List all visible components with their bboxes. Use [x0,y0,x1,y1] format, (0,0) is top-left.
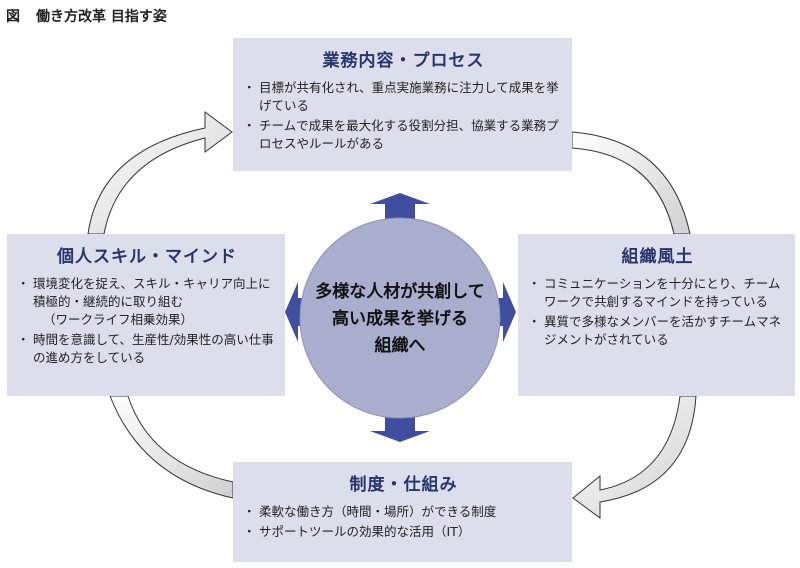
center-line-2: 高い成果を挙げる [332,309,468,329]
bullet-item: 目標が共有化され、重点実施業務に注力して成果を挙げている [243,79,562,115]
bullet-item: コミュニケーションを十分にとり、チームワークで共創するマインドを持っている [528,275,785,311]
box-title-personal-skill-mind: 個人スキル・マインド [57,247,237,267]
box-systems-mechanisms: 制度・仕組み 柔軟な働き方（時間・場所）ができる制度 サポートツールの効果的な活… [233,462,572,562]
bullet-list: 柔軟な働き方（時間・場所）ができる制度 サポートツールの効果的な活用（IT） [243,503,562,541]
bullet-list: コミュニケーションを十分にとり、チームワークで共創するマインドを持っている 異質… [528,275,785,349]
cycle-arrow-left-to-top [87,111,233,235]
bullet-note: （ワークライフ相乗効果） [43,312,194,327]
box-title-organizational-culture: 組織風土 [621,247,694,267]
figure-label: 図 [6,9,20,25]
figure-title-text: 働き方改革 目指す姿 [36,9,167,25]
center-message: 多様な人材が共創して 高い成果を挙げる 組織へ [290,279,510,360]
figure-title: 図働き方改革 目指す姿 [6,6,167,26]
bullet-item: 時間を意識して、生産性/効果性の高い仕事の進め方をしている [17,331,275,367]
box-title-systems-mechanisms: 制度・仕組み [349,475,458,495]
center-arrow-down [370,410,430,442]
box-title-business-process: 業務内容・プロセス [322,51,485,71]
bullet-list: 環境変化を捉え、スキル・キャリア向上に積極的・継続的に取り組む （ワークライフ相… [17,275,275,367]
cycle-arrow-right-to-bottom [572,395,697,519]
center-circle [299,217,501,419]
bullet-item: 柔軟な働き方（時間・場所）ができる制度 [243,503,562,521]
box-business-process: 業務内容・プロセス 目標が共有化され、重点実施業務に注力して成果を挙げている チ… [233,38,572,171]
bullet-item: サポートツールの効果的な活用（IT） [243,523,562,541]
bullet-text: 環境変化を捉え、スキル・キャリア向上に積極的・継続的に取り組む [33,276,271,309]
center-line-3: 組織へ [374,336,426,356]
center-line-1: 多様な人材が共創して [315,282,485,302]
bullet-item: 異質で多様なメンバーを活かすチームマネジメントがされている [528,313,785,349]
center-arrow-up [370,193,430,226]
bullet-item: チームで成果を最大化する役割分担、協業する業務プロセスやルールがある [243,117,562,153]
box-organizational-culture: 組織風土 コミュニケーションを十分にとり、チームワークで共創するマインドを持って… [518,234,795,396]
bullet-list: 目標が共有化され、重点実施業務に注力して成果を挙げている チームで成果を最大化す… [243,79,562,153]
bullet-item: 環境変化を捉え、スキル・キャリア向上に積極的・継続的に取り組む （ワークライフ相… [17,275,275,329]
cycle-arrow-bottom-to-left [109,395,234,499]
box-personal-skill-mind: 個人スキル・マインド 環境変化を捉え、スキル・キャリア向上に積極的・継続的に取り… [7,234,285,396]
cycle-arrow-top-to-right [571,131,691,235]
